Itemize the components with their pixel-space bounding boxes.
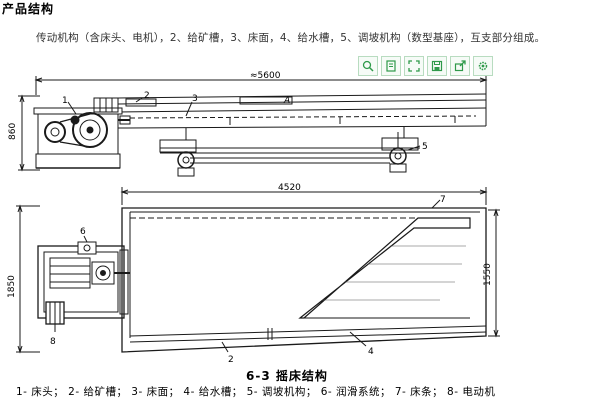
zoom-icon (362, 60, 374, 72)
product-description: 传动机构（含床头、电机），2、给矿槽，3、床面，4、给水槽，5、调坡机构（数型基… (36, 32, 546, 44)
save-icon (431, 60, 443, 72)
elevation-label-5: 5 (422, 142, 428, 152)
fullscreen-icon (408, 60, 420, 72)
settings-icon (478, 61, 488, 71)
elevation-label-1: 1 (62, 96, 68, 106)
elevation-label-a: A (283, 96, 290, 106)
figure-caption: 6-3 摇床结构 (246, 369, 328, 383)
share-icon (454, 60, 466, 72)
settings-button[interactable] (473, 56, 493, 76)
plan-inner-dim: 1550 (483, 263, 493, 286)
plan-label-7: 7 (440, 195, 446, 205)
plan-length-dim: 4520 (278, 183, 301, 193)
plan-label-4: 4 (368, 347, 374, 357)
plan-width-dim: 1850 (7, 275, 17, 298)
plan-label-6: 6 (80, 227, 86, 237)
page-title: 产品结构 (2, 2, 55, 16)
elevation-label-3: 3 (192, 94, 198, 104)
elevation-label-2: 2 (144, 91, 150, 101)
plan-label-2: 2 (228, 355, 234, 365)
copy-icon (386, 60, 396, 72)
plan-label-8: 8 (50, 337, 56, 347)
elevation-length-dim: ≈5600 (250, 71, 281, 81)
share-button[interactable] (450, 56, 470, 76)
figure-legend: 1- 床头； 2- 给矿槽； 3- 床面； 4- 给水槽； 5- 调坡机构； 6… (16, 386, 496, 398)
copy-button[interactable] (381, 56, 401, 76)
image-toolbar (358, 56, 498, 76)
fullscreen-button[interactable] (404, 56, 424, 76)
elevation-view: ≈5600 860 (8, 71, 488, 177)
zoom-button[interactable] (358, 56, 378, 76)
elevation-height-dim: 860 (8, 123, 18, 140)
save-button[interactable] (427, 56, 447, 76)
plan-view: 4520 1850 1550 (7, 183, 500, 365)
